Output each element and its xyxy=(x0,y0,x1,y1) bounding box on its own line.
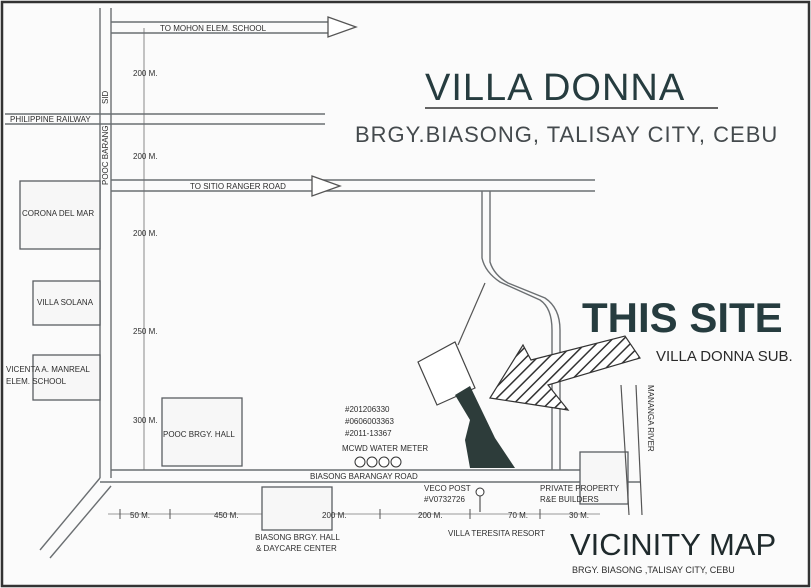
school-box xyxy=(32,354,101,401)
label-teresita: VILLA TERESITA RESORT xyxy=(448,529,545,538)
meter-number-2: #0606003363 xyxy=(345,417,394,426)
label-biasong-hall-line2: & DAYCARE CENTER xyxy=(256,544,337,553)
label-biasong-hall-line1: BIASONG BRGY. HALL xyxy=(255,533,340,542)
distance-label-1: 200 M. xyxy=(133,69,157,78)
pooc-hall-box xyxy=(161,397,243,467)
distance-h-4: 200 M. xyxy=(418,511,442,520)
distance-h-3: 200 M. xyxy=(322,511,346,520)
distance-h-1: 50 M. xyxy=(130,511,150,520)
biasong-barangay-road xyxy=(39,469,640,559)
river-bank-left xyxy=(620,384,630,516)
label-school-line2: ELEM. SCHOOL xyxy=(6,377,67,386)
site-access-road xyxy=(481,191,553,470)
private-property-box xyxy=(579,451,629,505)
site-label: THIS SITE xyxy=(582,294,783,341)
vicinity-map-title: VICINITY MAP xyxy=(570,527,776,562)
map-title: VILLA DONNA xyxy=(425,67,685,109)
label-sid: SID xyxy=(101,90,110,104)
label-veco-line2: #V0732726 xyxy=(424,495,465,504)
label-railway: PHILIPPINE RAILWAY xyxy=(10,115,91,124)
water-meter-icons xyxy=(354,456,402,468)
corona-del-mar-box xyxy=(19,180,101,250)
label-corona-del-mar: CORONA DEL MAR xyxy=(22,209,94,218)
veco-post-icon xyxy=(475,487,485,512)
label-to-mohon: TO MOHON ELEM. SCHOOL xyxy=(160,24,267,33)
distance-h-2: 450 M. xyxy=(214,511,238,520)
distance-label-4: 250 M. xyxy=(133,327,157,336)
site-pointer-arrow xyxy=(489,335,641,411)
meter-number-1: #201206330 xyxy=(345,405,390,414)
vicinity-map-subtitle: BRGY. BIASONG ,TALISAY CITY, CEBU xyxy=(572,565,735,575)
distance-label-5: 300 M. xyxy=(133,416,157,425)
biasong-hall-box xyxy=(261,486,333,531)
distance-label-2: 200 M. xyxy=(133,152,157,161)
label-river: MANANGA RIVER xyxy=(646,385,655,452)
dimension-line xyxy=(108,509,600,519)
label-mcwd: MCWD WATER METER xyxy=(342,444,428,453)
label-to-sitio: TO SITIO RANGER ROAD xyxy=(190,182,286,191)
map-location: BRGY.BIASONG, TALISAY CITY, CEBU xyxy=(355,122,778,147)
distance-label-3: 200 M. xyxy=(133,229,157,238)
distance-h-6: 30 M. xyxy=(569,511,589,520)
lot-boundary xyxy=(457,282,486,346)
label-private-line2: R&E BUILDERS xyxy=(540,495,599,504)
river-bank-right xyxy=(635,384,643,516)
label-villa-solana: VILLA SOLANA xyxy=(37,298,94,307)
villa-solana-box xyxy=(32,280,101,326)
site-access-road-edge xyxy=(489,191,561,470)
meter-number-3: #2011-13367 xyxy=(345,429,392,438)
distance-h-5: 70 M. xyxy=(508,511,528,520)
label-school-line1: VICENTA A. MANREAL xyxy=(6,365,90,374)
road-to-mohon xyxy=(111,16,358,38)
road-to-sitio xyxy=(111,175,595,197)
label-pooc-barang: POOC BARANG xyxy=(101,125,110,185)
site-lot-shaded xyxy=(455,386,515,468)
railway-line xyxy=(5,113,325,125)
site-lot-outline xyxy=(417,341,476,406)
site-sub-label: VILLA DONNA SUB. xyxy=(656,348,793,365)
label-private-line1: PRIVATE PROPERTY xyxy=(540,484,620,493)
label-pooc-hall: POOC BRGY. HALL xyxy=(163,430,235,439)
label-biasong-road: BIASONG BARANGAY ROAD xyxy=(310,472,418,481)
label-veco-line1: VECO POST xyxy=(424,484,471,493)
